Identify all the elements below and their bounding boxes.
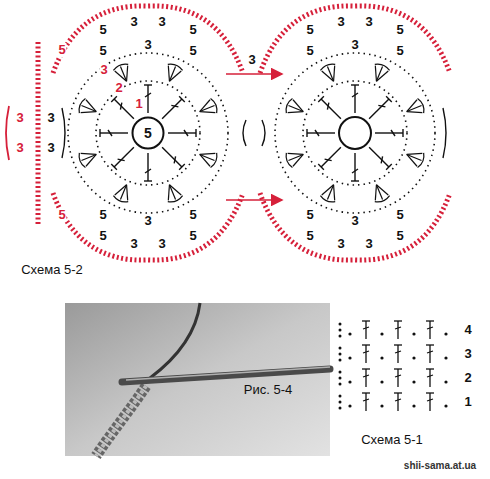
row-number: 3 [463, 347, 472, 361]
stitch-count: 5 [305, 44, 314, 58]
stitch-count: 3 [350, 214, 359, 228]
stitch-count: 5 [188, 44, 197, 58]
stitch-count: 5 [395, 23, 404, 37]
stitch-count: 5 [188, 23, 197, 37]
stitch-count: 5 [98, 229, 107, 243]
stitch-count: 3 [129, 15, 138, 29]
stitch-count: 3 [336, 237, 345, 251]
stitch-count: 5 [395, 208, 404, 222]
stitch-count: 3 [350, 38, 359, 52]
stitch-count: 5 [305, 229, 314, 243]
row-number: 3 [99, 63, 108, 77]
stitch-count: 3 [247, 53, 256, 67]
stitch-count: 5 [305, 23, 314, 37]
stitch-count: 3 [46, 111, 55, 125]
stitch-count: 5 [98, 208, 107, 222]
row-number: 4 [463, 323, 472, 337]
stitch-count: 5 [395, 44, 404, 58]
stitch-count: 3 [364, 237, 373, 251]
stitch-count: 5 [188, 229, 197, 243]
stitch-count: 3 [143, 214, 152, 228]
stitch-count: 3 [15, 141, 24, 155]
row-number: 1 [463, 395, 472, 409]
row-number: 2 [463, 371, 472, 385]
scheme-title: Схема 5-2 [20, 263, 84, 277]
stitch-count: 5 [98, 23, 107, 37]
stitch-count: 3 [157, 15, 166, 29]
stitch-count: 3 [143, 38, 152, 52]
stitch-count: 5 [395, 229, 404, 243]
watermark: shii-sama.at.ua [403, 459, 477, 473]
stitch-count: 3 [129, 237, 138, 251]
stitch-count: 5 [98, 44, 107, 58]
stitch-count: 3 [336, 15, 345, 29]
stitch-count: 5 [57, 208, 66, 222]
stitch-count: 5 [305, 208, 314, 222]
stitch-count: 3 [46, 141, 55, 155]
center-ring: 5 [131, 116, 165, 150]
stitch-count: 3 [364, 15, 373, 29]
stitch-count: 3 [157, 237, 166, 251]
stitch-count: 5 [188, 208, 197, 222]
stitch-count: 3 [15, 111, 24, 125]
row-number: 1 [134, 97, 143, 111]
stitch-count: 5 [57, 43, 66, 57]
ring-count: 5 [144, 125, 152, 141]
row-number: 2 [114, 81, 123, 95]
photo-caption: Рис. 5-4 [243, 383, 293, 397]
scheme-title: Схема 5-1 [360, 433, 424, 447]
